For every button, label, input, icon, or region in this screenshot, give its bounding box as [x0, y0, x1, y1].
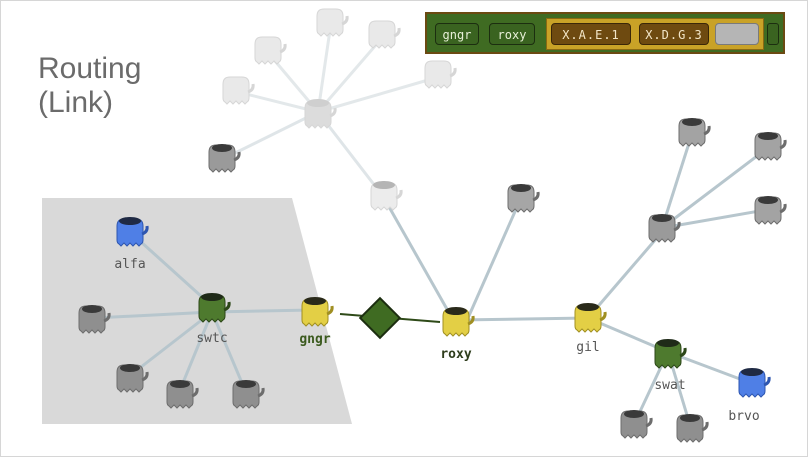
router-icon: [315, 7, 349, 38]
router-icon: [367, 19, 401, 50]
router-alfa[interactable]: [115, 217, 149, 248]
router-gngr[interactable]: [300, 297, 334, 328]
slot-empty[interactable]: [715, 23, 759, 45]
label-swat: swat: [654, 378, 685, 393]
hop-gngr[interactable]: gngr: [435, 23, 479, 45]
slide-title: Routing (Link): [38, 52, 218, 120]
slot-address-2[interactable]: X.D.G.3: [639, 23, 709, 45]
router-gil[interactable]: [573, 303, 607, 334]
router-swtc[interactable]: [197, 293, 231, 324]
router-roxy[interactable]: [441, 307, 475, 338]
label-roxy: roxy: [440, 347, 471, 362]
router-swat[interactable]: [653, 339, 687, 370]
router-brvo[interactable]: [737, 368, 771, 399]
faded-router-caps: [307, 99, 395, 189]
label-brvo: brvo: [728, 409, 759, 424]
bar-end-cap: [767, 23, 779, 45]
edges: [93, 29, 766, 426]
router-caps: [82, 118, 778, 422]
label-gil: gil: [576, 340, 599, 355]
route-header-bar: gngr roxy X.A.E.1 X.D.G.3: [425, 12, 785, 54]
slot-address-1[interactable]: X.A.E.1: [551, 23, 631, 45]
title-line-link: (Link): [38, 86, 114, 119]
router-icon: [253, 35, 287, 66]
router-icon: [423, 59, 457, 90]
link-encryption-diamond[interactable]: [358, 296, 402, 340]
label-swtc: swtc: [196, 331, 227, 346]
label-gngr: gngr: [299, 332, 330, 347]
label-alfa: alfa: [114, 257, 145, 272]
faded-routers: [221, 7, 457, 212]
router-icon: [221, 75, 255, 106]
title-line-routing: Routing: [38, 52, 142, 85]
hop-roxy[interactable]: roxy: [489, 23, 535, 45]
address-slots: X.A.E.1 X.D.G.3: [546, 18, 764, 50]
